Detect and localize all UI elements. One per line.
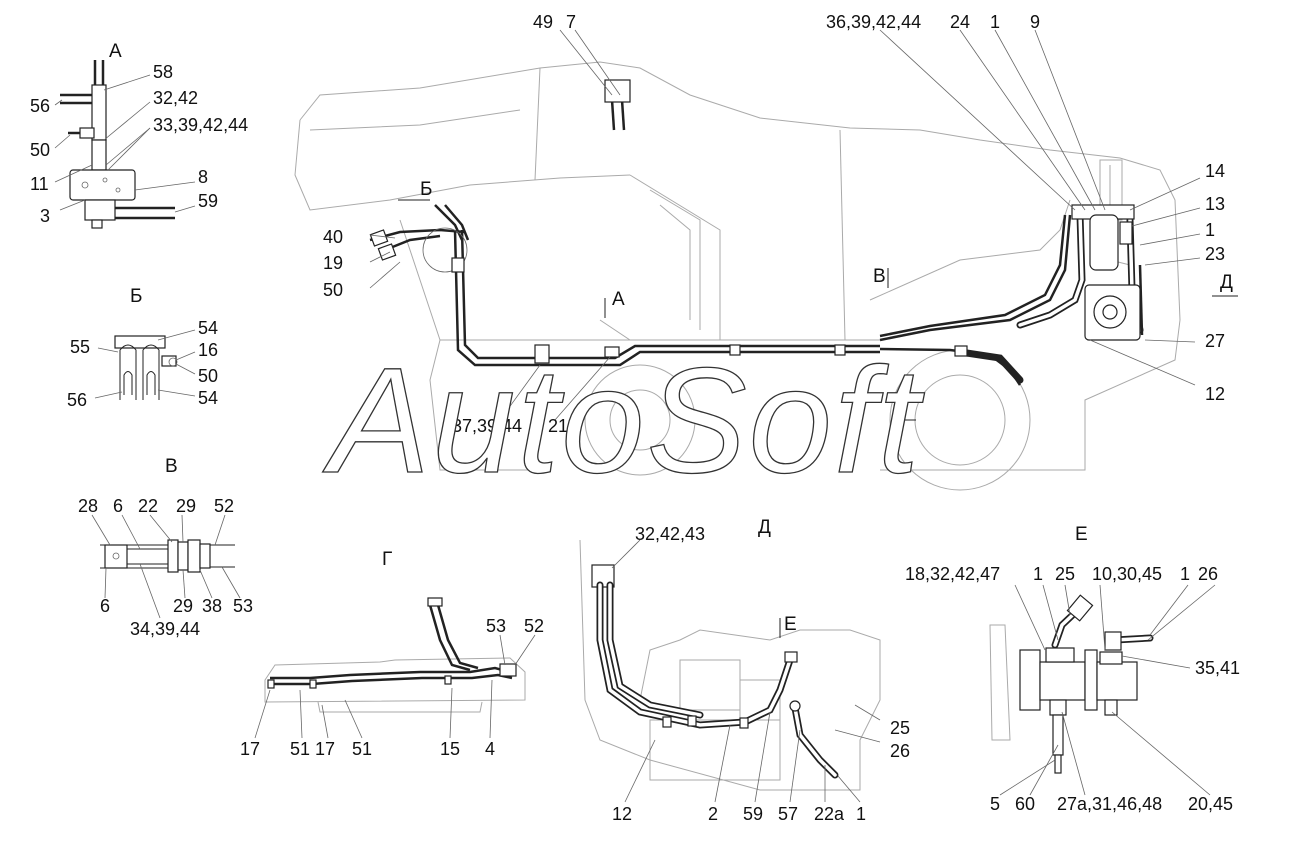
callout: 52 [214, 496, 234, 516]
callout: Е [784, 614, 797, 635]
callout: 4 [485, 739, 495, 759]
callout: 32,42,43 [635, 524, 705, 544]
callout: 50 [323, 280, 343, 300]
callout: 53 [233, 596, 253, 616]
callout: 54 [198, 388, 218, 408]
callout: 34,39,44 [130, 619, 200, 639]
callout: 51 [352, 739, 372, 759]
callout: 16 [198, 340, 218, 360]
callout: 25 [890, 718, 910, 738]
callout: 15 [440, 739, 460, 759]
callout: 3 [40, 206, 50, 226]
callout: 11 [30, 174, 49, 194]
callout: 23 [1205, 244, 1225, 264]
view-e [989, 584, 1216, 796]
callout: 57 [778, 804, 798, 824]
callout: 26 [890, 741, 910, 761]
callout: 27 [1205, 331, 1225, 351]
callout: 50 [30, 140, 50, 160]
callout: 53 [486, 616, 506, 636]
callout: 49 [533, 12, 553, 32]
callout: 36,39,42,44 [826, 12, 921, 32]
callout: 19 [323, 253, 343, 273]
callout: 17 [240, 739, 260, 759]
callout: 12 [612, 804, 632, 824]
view-b [94, 329, 196, 400]
callout: 59 [198, 191, 218, 211]
view-g-title: Г [382, 549, 392, 570]
view-g [254, 597, 536, 739]
callout: 20,45 [1188, 794, 1233, 814]
callout: 6 [113, 496, 123, 516]
callout: 50 [198, 366, 218, 386]
callout: 40 [323, 227, 343, 247]
callout: 24 [950, 12, 970, 32]
callout: 59 [743, 804, 763, 824]
callout: 33,39,42,44 [153, 115, 248, 135]
callout: 17 [315, 739, 335, 759]
callout: 51 [290, 739, 310, 759]
main-marker-b: Б [420, 179, 432, 200]
callout: 37,39,44 [452, 416, 522, 436]
callout: 27а,31,46,48 [1057, 794, 1162, 814]
callout: 1 [990, 12, 1000, 32]
callout: 35,41 [1195, 658, 1240, 678]
callout: 18,32,42,47 [905, 564, 1000, 584]
callout: 22а [814, 804, 845, 824]
main-marker-g: Г [898, 399, 908, 420]
callout: 7 [566, 12, 576, 32]
callout: 28 [78, 496, 98, 516]
callout: 54 [198, 318, 218, 338]
callout: 58 [153, 62, 173, 82]
callout: 52 [524, 616, 544, 636]
view-a-title: А [109, 41, 122, 62]
callout: 10,30,45 [1092, 564, 1162, 584]
callout: 21 [548, 416, 568, 436]
callout: 1 [856, 804, 866, 824]
callout: 8 [198, 167, 208, 187]
callout: 25 [1055, 564, 1075, 584]
view-b-title: Б [130, 286, 142, 307]
callout: 32,42 [153, 88, 198, 108]
callout: 56 [67, 390, 87, 410]
view-d-title: Д [758, 517, 771, 538]
main-view [294, 29, 1238, 491]
main-marker-v: В [873, 266, 886, 287]
watermark: AutoSoft [322, 336, 925, 504]
callout: 55 [70, 337, 90, 357]
callout: 29 [173, 596, 193, 616]
callout: 1 [1033, 564, 1043, 584]
callout: 38 [202, 596, 222, 616]
callout: 29 [176, 496, 196, 516]
view-v [91, 514, 241, 619]
view-e-title: Е [1075, 524, 1088, 545]
callout: 2 [708, 804, 718, 824]
callout: 13 [1205, 194, 1225, 214]
main-marker-d: Д [1220, 272, 1233, 293]
callout: 26 [1198, 564, 1218, 584]
callout: 22 [138, 496, 158, 516]
callout: 1 [1180, 564, 1190, 584]
callout: 60 [1015, 794, 1035, 814]
view-v-title: В [165, 456, 178, 477]
main-marker-a: А [612, 289, 625, 310]
callout: 14 [1205, 161, 1225, 181]
view-d [579, 539, 881, 803]
callout: 12 [1205, 384, 1225, 404]
callout: 6 [100, 596, 110, 616]
callout: 1 [1205, 220, 1215, 240]
callout: 56 [30, 96, 50, 116]
callout: 5 [990, 794, 1000, 814]
callout: 9 [1030, 12, 1040, 32]
view-a [54, 60, 196, 229]
